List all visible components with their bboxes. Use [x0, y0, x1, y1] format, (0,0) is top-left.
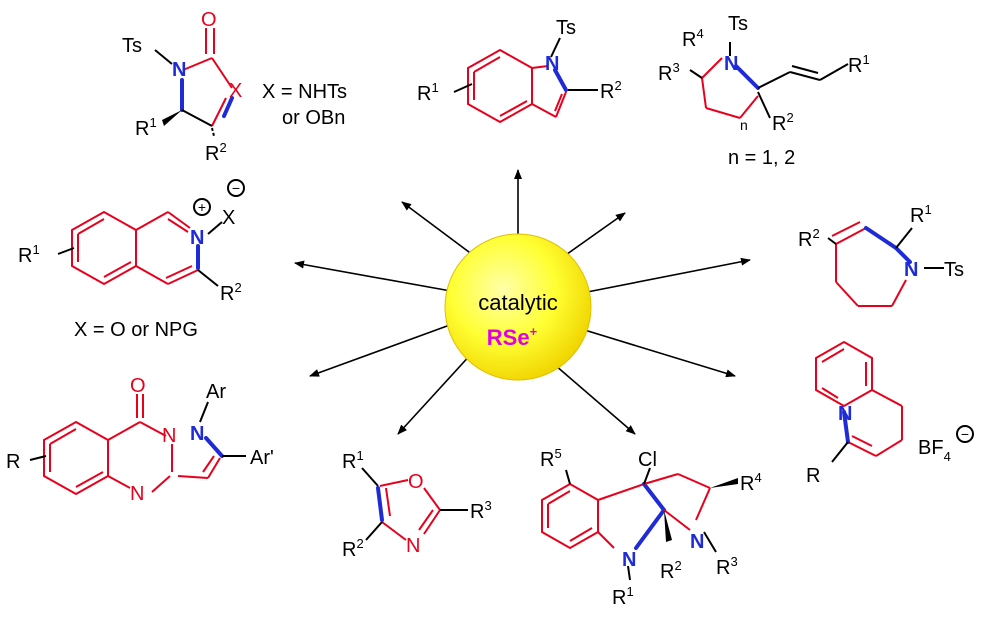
catalyst-label: catalytic — [478, 290, 557, 315]
svg-text:R2: R2 — [660, 558, 682, 583]
svg-text:R2: R2 — [220, 280, 242, 305]
svg-text:R1: R1 — [612, 584, 634, 609]
svg-text:N: N — [904, 259, 918, 281]
svg-text:N: N — [130, 483, 144, 505]
product-azepine: N Ts R1 R2 — [798, 202, 964, 307]
svg-text:R1: R1 — [417, 80, 439, 105]
product-oxazole: O N R1 R2 R3 — [342, 448, 492, 561]
arrow-to-quinolizinium — [577, 327, 736, 378]
product-quinolizinium: N R BF4 − — [806, 340, 974, 487]
svg-text:O: O — [201, 9, 217, 31]
svg-text:N: N — [622, 549, 636, 571]
svg-text:N: N — [545, 53, 559, 75]
svg-text:O: O — [408, 471, 424, 493]
svg-text:Ts: Ts — [556, 17, 576, 39]
svg-text:N: N — [838, 403, 852, 425]
arrow-to-pyrroloindoline — [547, 358, 636, 435]
svg-text:R2: R2 — [342, 536, 364, 561]
svg-text:X: X — [222, 207, 235, 229]
svg-text:N: N — [172, 59, 186, 81]
product-pyrroloindoline: N N Cl R5 R4 R2 R3 R1 — [540, 446, 762, 609]
svg-text:R1: R1 — [848, 52, 870, 77]
svg-text:N: N — [406, 535, 420, 557]
svg-text:Ar: Ar — [206, 381, 226, 403]
svg-text:Ts: Ts — [728, 13, 748, 35]
svg-text:R4: R4 — [682, 26, 704, 51]
svg-text:X: X — [229, 80, 242, 102]
svg-text:R: R — [806, 465, 820, 487]
svg-text:Ar': Ar' — [250, 447, 274, 469]
svg-text:R4: R4 — [740, 470, 762, 495]
product-quinazolinone: O N N N Ar Ar' R — [6, 375, 274, 505]
svg-text:R1: R1 — [342, 448, 364, 473]
svg-text:R: R — [6, 451, 20, 473]
svg-text:or OBn: or OBn — [282, 107, 345, 129]
svg-text:R1: R1 — [18, 242, 40, 267]
svg-text:−: − — [232, 180, 240, 196]
svg-text:O: O — [130, 375, 146, 397]
catalyst-sphere: catalytic RSe+ — [444, 233, 592, 381]
x-definition-note: X = NHTs — [262, 81, 347, 103]
svg-text:R5: R5 — [540, 446, 562, 471]
svg-text:N: N — [724, 53, 738, 75]
product-oxazolidinone: O X N Ts R1 R2 X = NHTs or OBn — [122, 9, 347, 165]
svg-text:+: + — [198, 199, 206, 215]
svg-text:R1: R1 — [135, 115, 157, 140]
svg-text:n: n — [740, 117, 748, 133]
n-definition-note: n = 1, 2 — [728, 147, 795, 169]
svg-text:Cl: Cl — [638, 449, 657, 471]
x-definition-note-2: X = O or NPG — [74, 319, 198, 341]
svg-text:−: − — [961, 426, 969, 442]
svg-text:R2: R2 — [798, 226, 820, 251]
svg-text:R2: R2 — [205, 140, 227, 165]
catalyst-reagent: RSe+ — [487, 324, 538, 350]
arrow-to-azepine — [576, 257, 751, 295]
product-isoquinolinium: N + − X R1 R2 X = O or NPG — [18, 179, 245, 341]
svg-text:Ts: Ts — [944, 259, 964, 281]
svg-text:N: N — [690, 531, 704, 553]
svg-text:N: N — [162, 425, 176, 447]
svg-text:R2: R2 — [600, 78, 622, 103]
svg-text:R3: R3 — [470, 498, 492, 523]
product-indole: N Ts R1 R2 — [417, 17, 622, 124]
arrow-to-quinazolinone — [309, 321, 459, 377]
arrow-to-isoquinolinium — [294, 260, 463, 294]
svg-text:R1: R1 — [910, 202, 932, 227]
svg-text:N: N — [190, 227, 204, 249]
svg-text:Ts: Ts — [122, 35, 142, 57]
svg-text:BF4: BF4 — [918, 437, 951, 464]
product-pyrrolidine: N Ts R4 R3 R1 R2 n n = 1, 2 — [658, 13, 870, 169]
svg-text:R3: R3 — [658, 60, 680, 85]
svg-text:R3: R3 — [716, 554, 738, 579]
svg-text:N: N — [190, 423, 204, 445]
svg-text:R2: R2 — [772, 110, 794, 135]
arrow-to-oxazole — [397, 351, 474, 435]
